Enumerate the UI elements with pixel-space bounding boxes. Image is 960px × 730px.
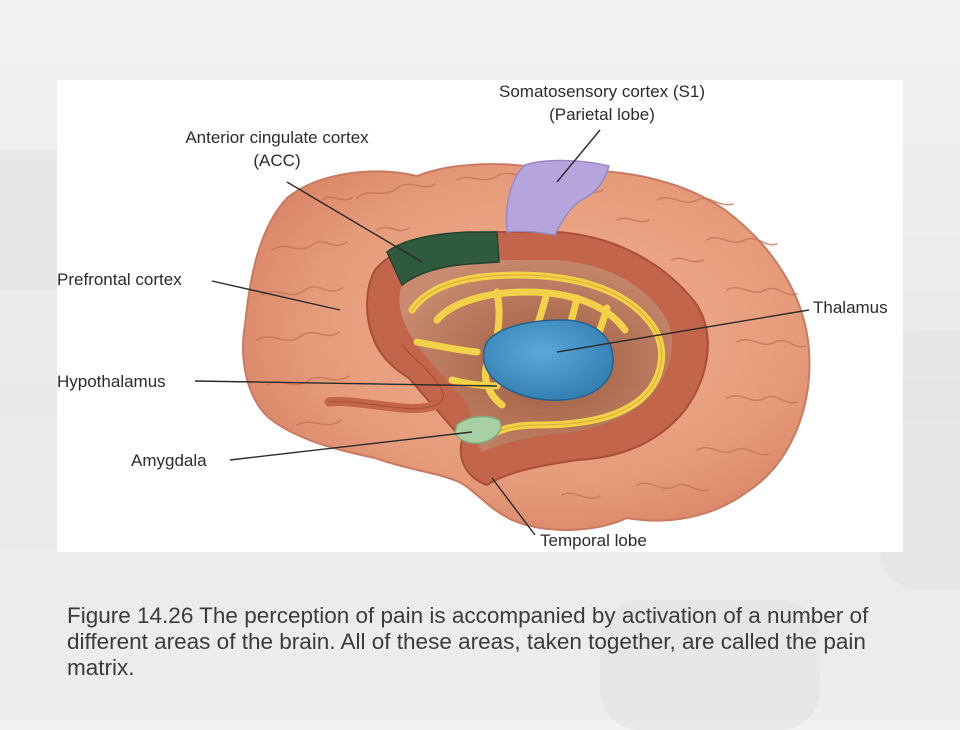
- background-shape: [600, 600, 820, 730]
- hypothalamus-stalk-outline: [328, 344, 444, 410]
- label-prefrontal-cortex: Prefrontal cortex: [57, 270, 182, 289]
- fornix-outline: [411, 274, 663, 441]
- label-thalamus: Thalamus: [813, 298, 888, 317]
- label-acc-line2: (ACC): [253, 151, 301, 170]
- gyri-texture: [256, 172, 806, 500]
- label-acc-line1: Anterior cingulate cortex: [185, 128, 369, 147]
- brain-illustration: [194, 129, 811, 536]
- label-amygdala: Amygdala: [131, 451, 207, 470]
- leader-lines: [194, 129, 810, 536]
- label-somatosensory-line1: Somatosensory cortex (S1): [499, 82, 705, 101]
- thalamus-region: [482, 319, 614, 401]
- figure-caption: Figure 14.26 The perception of pain is a…: [67, 603, 869, 680]
- label-somatosensory-cortex: Somatosensory cortex (S1) (Parietal lobe…: [457, 80, 747, 126]
- acc-region: [386, 231, 500, 287]
- brain-figure-panel: Somatosensory cortex (S1) (Parietal lobe…: [57, 80, 903, 552]
- amygdala-region: [454, 415, 502, 444]
- s1-region: [505, 159, 610, 236]
- label-somatosensory-line2: (Parietal lobe): [549, 105, 655, 124]
- label-temporal-lobe: Temporal lobe: [540, 531, 647, 550]
- label-hypothalamus: Hypothalamus: [57, 372, 166, 391]
- label-anterior-cingulate-cortex: Anterior cingulate cortex (ACC): [137, 126, 417, 172]
